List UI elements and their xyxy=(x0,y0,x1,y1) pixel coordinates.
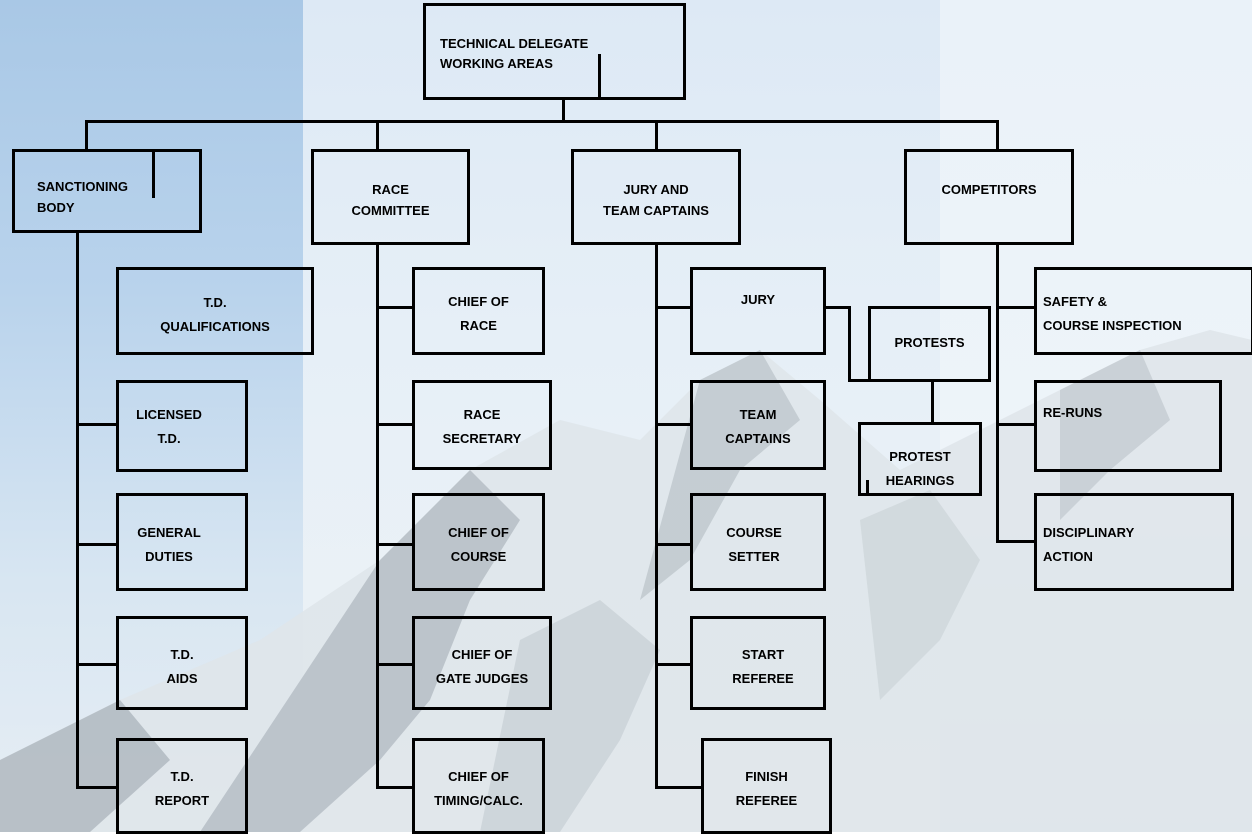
protest-hearings-box: PROTEST HEARINGS xyxy=(858,422,982,496)
connector xyxy=(655,120,658,151)
connector xyxy=(655,663,691,666)
connector xyxy=(85,120,999,123)
connector xyxy=(655,543,691,546)
connector xyxy=(76,786,118,789)
connector xyxy=(76,423,118,426)
re-runs-box: RE-RUNS xyxy=(1034,380,1222,472)
connector xyxy=(655,423,691,426)
connector xyxy=(85,120,88,151)
safety-course-inspection-box: SAFETY & COURSE INSPECTION xyxy=(1034,267,1252,355)
jury-box: JURY xyxy=(690,267,826,355)
connector xyxy=(76,231,79,789)
connector xyxy=(376,786,414,789)
connector xyxy=(996,243,999,543)
connector xyxy=(376,243,379,789)
connector xyxy=(376,423,414,426)
connector xyxy=(655,786,703,789)
protests-box: PROTESTS xyxy=(868,306,991,382)
licensed-td-box: LICENSED T.D. xyxy=(116,380,248,472)
td-report-box: T.D. REPORT xyxy=(116,738,248,834)
connector xyxy=(562,98,565,122)
connector xyxy=(824,306,851,309)
connector xyxy=(152,151,155,198)
race-secretary-box: RACE SECRETARY xyxy=(412,380,552,470)
team-captains-box: TEAM CAPTAINS xyxy=(690,380,826,470)
connector xyxy=(76,663,118,666)
connector xyxy=(376,306,414,309)
connector xyxy=(376,663,414,666)
competitors-box: COMPETITORS xyxy=(904,149,1074,245)
connector xyxy=(376,543,414,546)
td-qualifications-box: T.D. QUALIFICATIONS xyxy=(116,267,314,355)
jury-team-captains-box: JURY AND TEAM CAPTAINS xyxy=(571,149,741,245)
chief-of-gate-judges-box: CHIEF OF GATE JUDGES xyxy=(412,616,552,710)
sanctioning-body-box: SANCTIONING BODY xyxy=(12,149,202,233)
chief-of-race-box: CHIEF OF RACE xyxy=(412,267,545,355)
connector xyxy=(655,243,658,789)
connector xyxy=(376,120,379,151)
chief-of-timing-box: CHIEF OF TIMING/CALC. xyxy=(412,738,545,834)
connector xyxy=(655,306,691,309)
root-technical-delegate-box: TECHNICAL DELEGATE WORKING AREAS xyxy=(423,3,686,100)
course-setter-box: COURSE SETTER xyxy=(690,493,826,591)
connector xyxy=(848,379,870,382)
start-referee-box: START REFEREE xyxy=(690,616,826,710)
general-duties-box: GENERAL DUTIES xyxy=(116,493,248,591)
connector xyxy=(848,306,851,382)
connector xyxy=(996,423,1036,426)
race-committee-box: RACE COMMITTEE xyxy=(311,149,470,245)
connector xyxy=(931,380,934,425)
connector xyxy=(866,480,869,496)
connector xyxy=(996,306,1036,309)
connector xyxy=(76,543,118,546)
finish-referee-box: FINISH REFEREE xyxy=(701,738,832,834)
disciplinary-action-box: DISCIPLINARY ACTION xyxy=(1034,493,1234,591)
connector xyxy=(996,540,1036,543)
td-aids-box: T.D. AIDS xyxy=(116,616,248,710)
chief-of-course-box: CHIEF OF COURSE xyxy=(412,493,545,591)
connector xyxy=(598,54,601,100)
connector xyxy=(996,120,999,151)
